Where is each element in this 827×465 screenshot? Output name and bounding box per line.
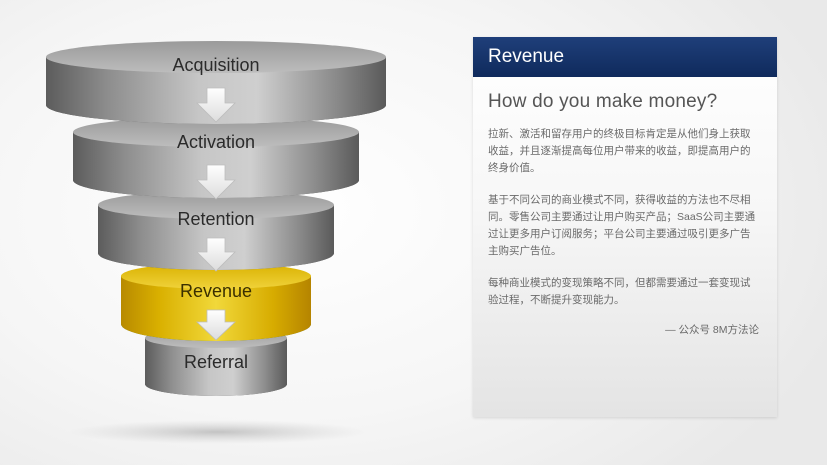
- panel-title: Revenue: [473, 37, 777, 77]
- stage-label-acquisition: Acquisition: [172, 55, 259, 75]
- down-arrow-1: [196, 87, 236, 123]
- panel-body: How do you make money? 拉新、激活和留存用户的终极目标肯定…: [473, 77, 777, 337]
- funnel-floor-shadow: [68, 420, 368, 444]
- down-arrow-3: [196, 237, 236, 272]
- down-arrow-2: [196, 164, 236, 200]
- panel-paragraph-2: 基于不同公司的商业模式不同，获得收益的方法也不尽相同。零售公司主要通过让用户购买…: [488, 194, 756, 257]
- panel-paragraph-1: 拉新、激活和留存用户的终极目标肯定是从他们身上获取收益，并且逐渐提高每位用户带来…: [488, 128, 751, 174]
- panel-paragraph-3: 每种商业模式的变现策略不同，但都需要通过一套变现试验过程，不断提升变现能力。: [488, 277, 751, 306]
- panel-credit: — 公众号 8M方法论: [665, 324, 759, 336]
- stage-label-retention: Retention: [177, 209, 254, 229]
- stage-retention: Retention: [98, 191, 334, 270]
- down-arrow-4: [195, 309, 237, 341]
- stage-label-activation: Activation: [177, 132, 255, 152]
- panel-subtitle: How do you make money?: [488, 91, 718, 112]
- stage-referral: Referral: [145, 328, 287, 396]
- revenue-info-panel: Revenue How do you make money? 拉新、激活和留存用…: [473, 37, 777, 417]
- stage-label-referral: Referral: [184, 352, 248, 372]
- stage-label-revenue: Revenue: [180, 281, 252, 301]
